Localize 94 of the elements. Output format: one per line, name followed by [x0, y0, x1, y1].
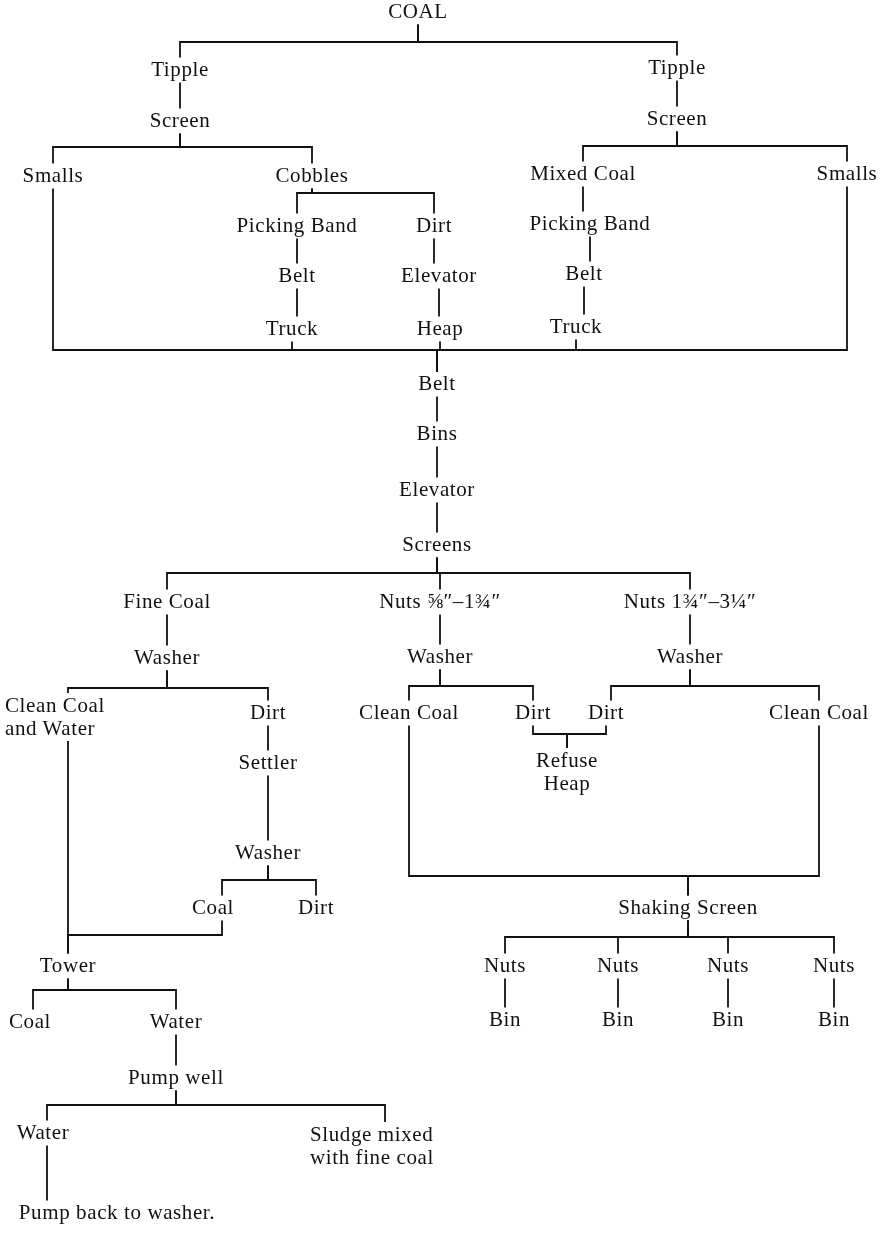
connector-line [436, 445, 438, 479]
connector-line [687, 919, 835, 955]
connector-line [417, 23, 678, 57]
flow-step-label: Bin [711, 1008, 745, 1032]
connector-line [583, 285, 585, 316]
flow-step-label: Elevator [401, 264, 477, 288]
connector-line [676, 79, 678, 108]
connector-line [267, 774, 269, 842]
flow-step-label: Settler [238, 751, 298, 775]
flow-step-label: Tipple [151, 58, 209, 82]
connector-line [67, 919, 223, 955]
connector-line [727, 977, 729, 1009]
flow-step-label: Bin [488, 1008, 522, 1032]
connector-line [296, 287, 298, 318]
flow-step-label: Nuts 1¾″–3¼″ [623, 590, 757, 614]
flow-step-label: Shaking Screen [618, 896, 758, 920]
connector-line [166, 669, 269, 702]
connector-line [833, 977, 835, 1009]
flow-step-label: Picking Band [529, 212, 651, 236]
connector-line [175, 1089, 386, 1123]
flow-step-label: Elevator [399, 478, 475, 502]
connector-line [582, 185, 584, 213]
flow-step-label: Mixed Coal [530, 162, 636, 186]
flow-step-label: Screen [149, 109, 211, 133]
flow-step-label: Bins [416, 422, 458, 446]
flow-step-label: Tower [39, 954, 97, 978]
flow-step-label: Fine Coal [123, 590, 211, 614]
flow-step-label: Water [16, 1121, 70, 1145]
flow-step-label: Belt [278, 264, 316, 288]
flow-step-label: Coal [8, 1010, 52, 1034]
flow-step-label: Heap [416, 317, 464, 341]
connector-line [179, 132, 313, 165]
connector-line [689, 613, 691, 646]
flow-step-label: Dirt [297, 896, 335, 920]
flow-step-label: Refuse Heap [532, 748, 602, 796]
connector-line [439, 613, 441, 646]
flow-step-label: Nuts [812, 954, 856, 978]
flow-step-label: Washer [234, 841, 301, 865]
flow-step-label: Bin [817, 1008, 851, 1032]
connector-line [175, 1033, 177, 1067]
flow-step-label: Tipple [648, 56, 706, 80]
flow-step-label: COAL [388, 0, 448, 24]
connector-line [687, 724, 820, 897]
flow-step-label: Nuts [706, 954, 750, 978]
connector-line [589, 235, 591, 263]
flow-step-label: Cobbles [275, 164, 349, 188]
flow-step-label: Washer [406, 645, 473, 669]
connector-line [67, 977, 177, 1011]
connector-line [46, 1144, 48, 1202]
connector-line [166, 613, 168, 647]
connector-line [179, 81, 181, 110]
connector-line [433, 237, 435, 265]
flow-step-label: Clean Coal [359, 701, 459, 725]
flow-step-label: Clean Coal and Water [5, 693, 131, 741]
flow-step-label: Smalls [816, 162, 878, 186]
flow-step-label: Picking Band [236, 214, 358, 238]
flow-step-label: Bin [601, 1008, 635, 1032]
connector-line [311, 187, 435, 215]
connector-line [267, 864, 317, 897]
flow-step-label: Dirt [587, 701, 625, 725]
connector-line [436, 501, 438, 534]
flow-step-label: Washer [133, 646, 200, 670]
connector-line [436, 185, 848, 373]
flow-step-label: Sludge mixed with fine coal [310, 1122, 460, 1170]
flow-step-label: Belt [565, 262, 603, 286]
flow-step-label: Dirt [514, 701, 552, 725]
connector-line [436, 556, 691, 591]
flow-step-label: Truck [549, 315, 603, 339]
flow-step-label: Screens [402, 533, 472, 557]
connector-line [296, 237, 298, 265]
connector-line [504, 977, 506, 1009]
connector-line [439, 668, 534, 702]
connector-line [267, 724, 269, 752]
flow-step-label: Pump back to washer. [18, 1201, 216, 1225]
connector-line [438, 287, 440, 318]
flow-step-label: Dirt [415, 214, 453, 238]
flow-step-label: Washer [656, 645, 723, 669]
flow-step-label: Nuts ⅝″–1¾″ [379, 590, 501, 614]
flow-step-label: Belt [418, 372, 456, 396]
flow-step-label: Smalls [22, 164, 84, 188]
connector-line [689, 668, 820, 702]
flow-step-label: Nuts [483, 954, 527, 978]
flow-step-label: Screen [646, 107, 708, 131]
connector-line [566, 724, 607, 749]
connector-line [676, 130, 848, 163]
flow-step-label: Coal [191, 896, 235, 920]
flow-step-label: Pump well [128, 1066, 224, 1090]
flow-step-label: Nuts [596, 954, 640, 978]
connector-line [436, 395, 438, 423]
flow-step-label: Clean Coal [769, 701, 869, 725]
connector-line [617, 977, 619, 1009]
flow-step-label: Dirt [249, 701, 287, 725]
flow-step-label: Water [149, 1010, 203, 1034]
flow-step-label: Truck [265, 317, 319, 341]
